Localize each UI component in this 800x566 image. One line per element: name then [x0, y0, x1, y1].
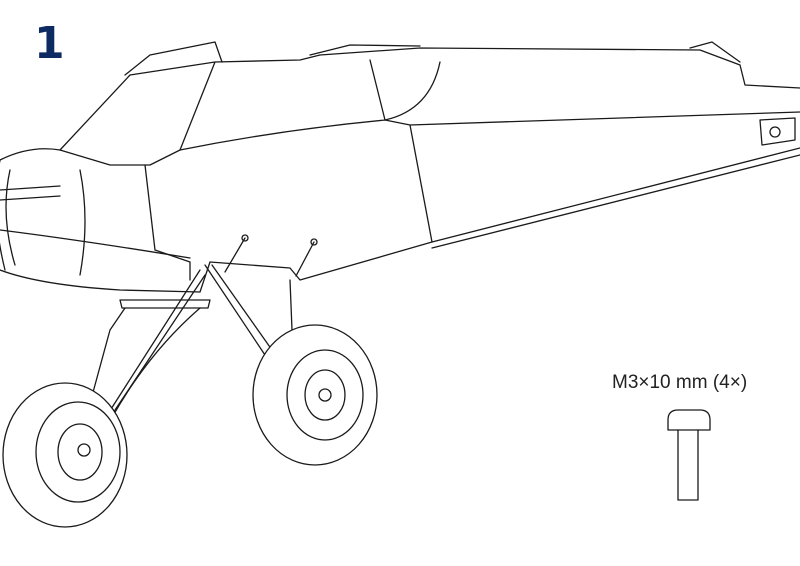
wheel-left — [2, 382, 128, 528]
screws-in-position — [224, 234, 318, 277]
screw-icon — [667, 409, 711, 501]
fuselage — [0, 41, 800, 293]
hardware-label: M3×10 mm (4×) — [612, 372, 748, 393]
step-number: 1 — [34, 18, 65, 69]
wheel-right — [252, 324, 378, 466]
